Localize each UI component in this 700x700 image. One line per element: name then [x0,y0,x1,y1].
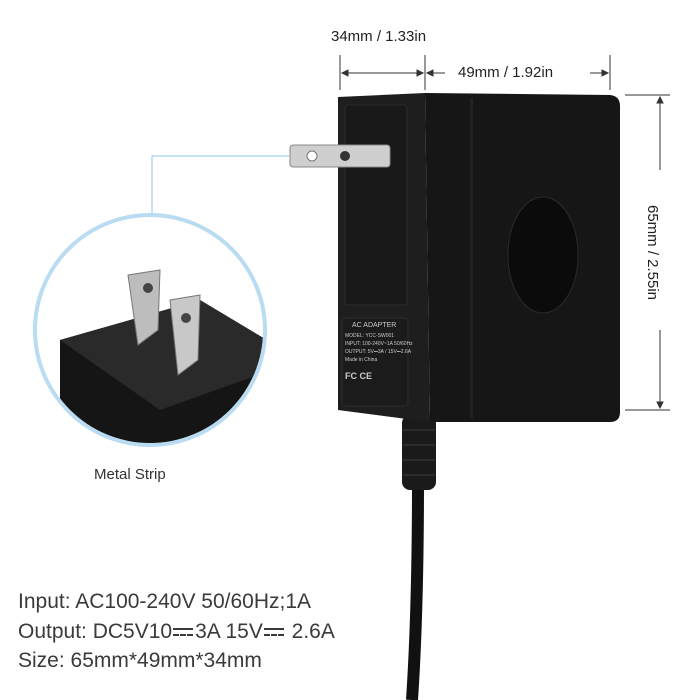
metal-strip-label: Metal Strip [94,466,166,483]
dc-symbol-icon [173,628,194,637]
width-dimension: 49mm / 1.92in [458,64,554,81]
grip-indent [507,196,579,314]
strain-relief [402,415,436,490]
spec-input: Input: AC100-240V 50/60Hz;1A [18,590,312,613]
depth-dimension: 34mm / 1.33in [331,28,427,45]
plug-prongs [289,144,391,168]
dimension-lines [339,55,670,411]
dc-symbol-icon [263,628,284,637]
spec-size: Size: 65mm*49mm*34mm [18,649,262,672]
height-dimension: 65mm / 2.55in [644,204,662,301]
